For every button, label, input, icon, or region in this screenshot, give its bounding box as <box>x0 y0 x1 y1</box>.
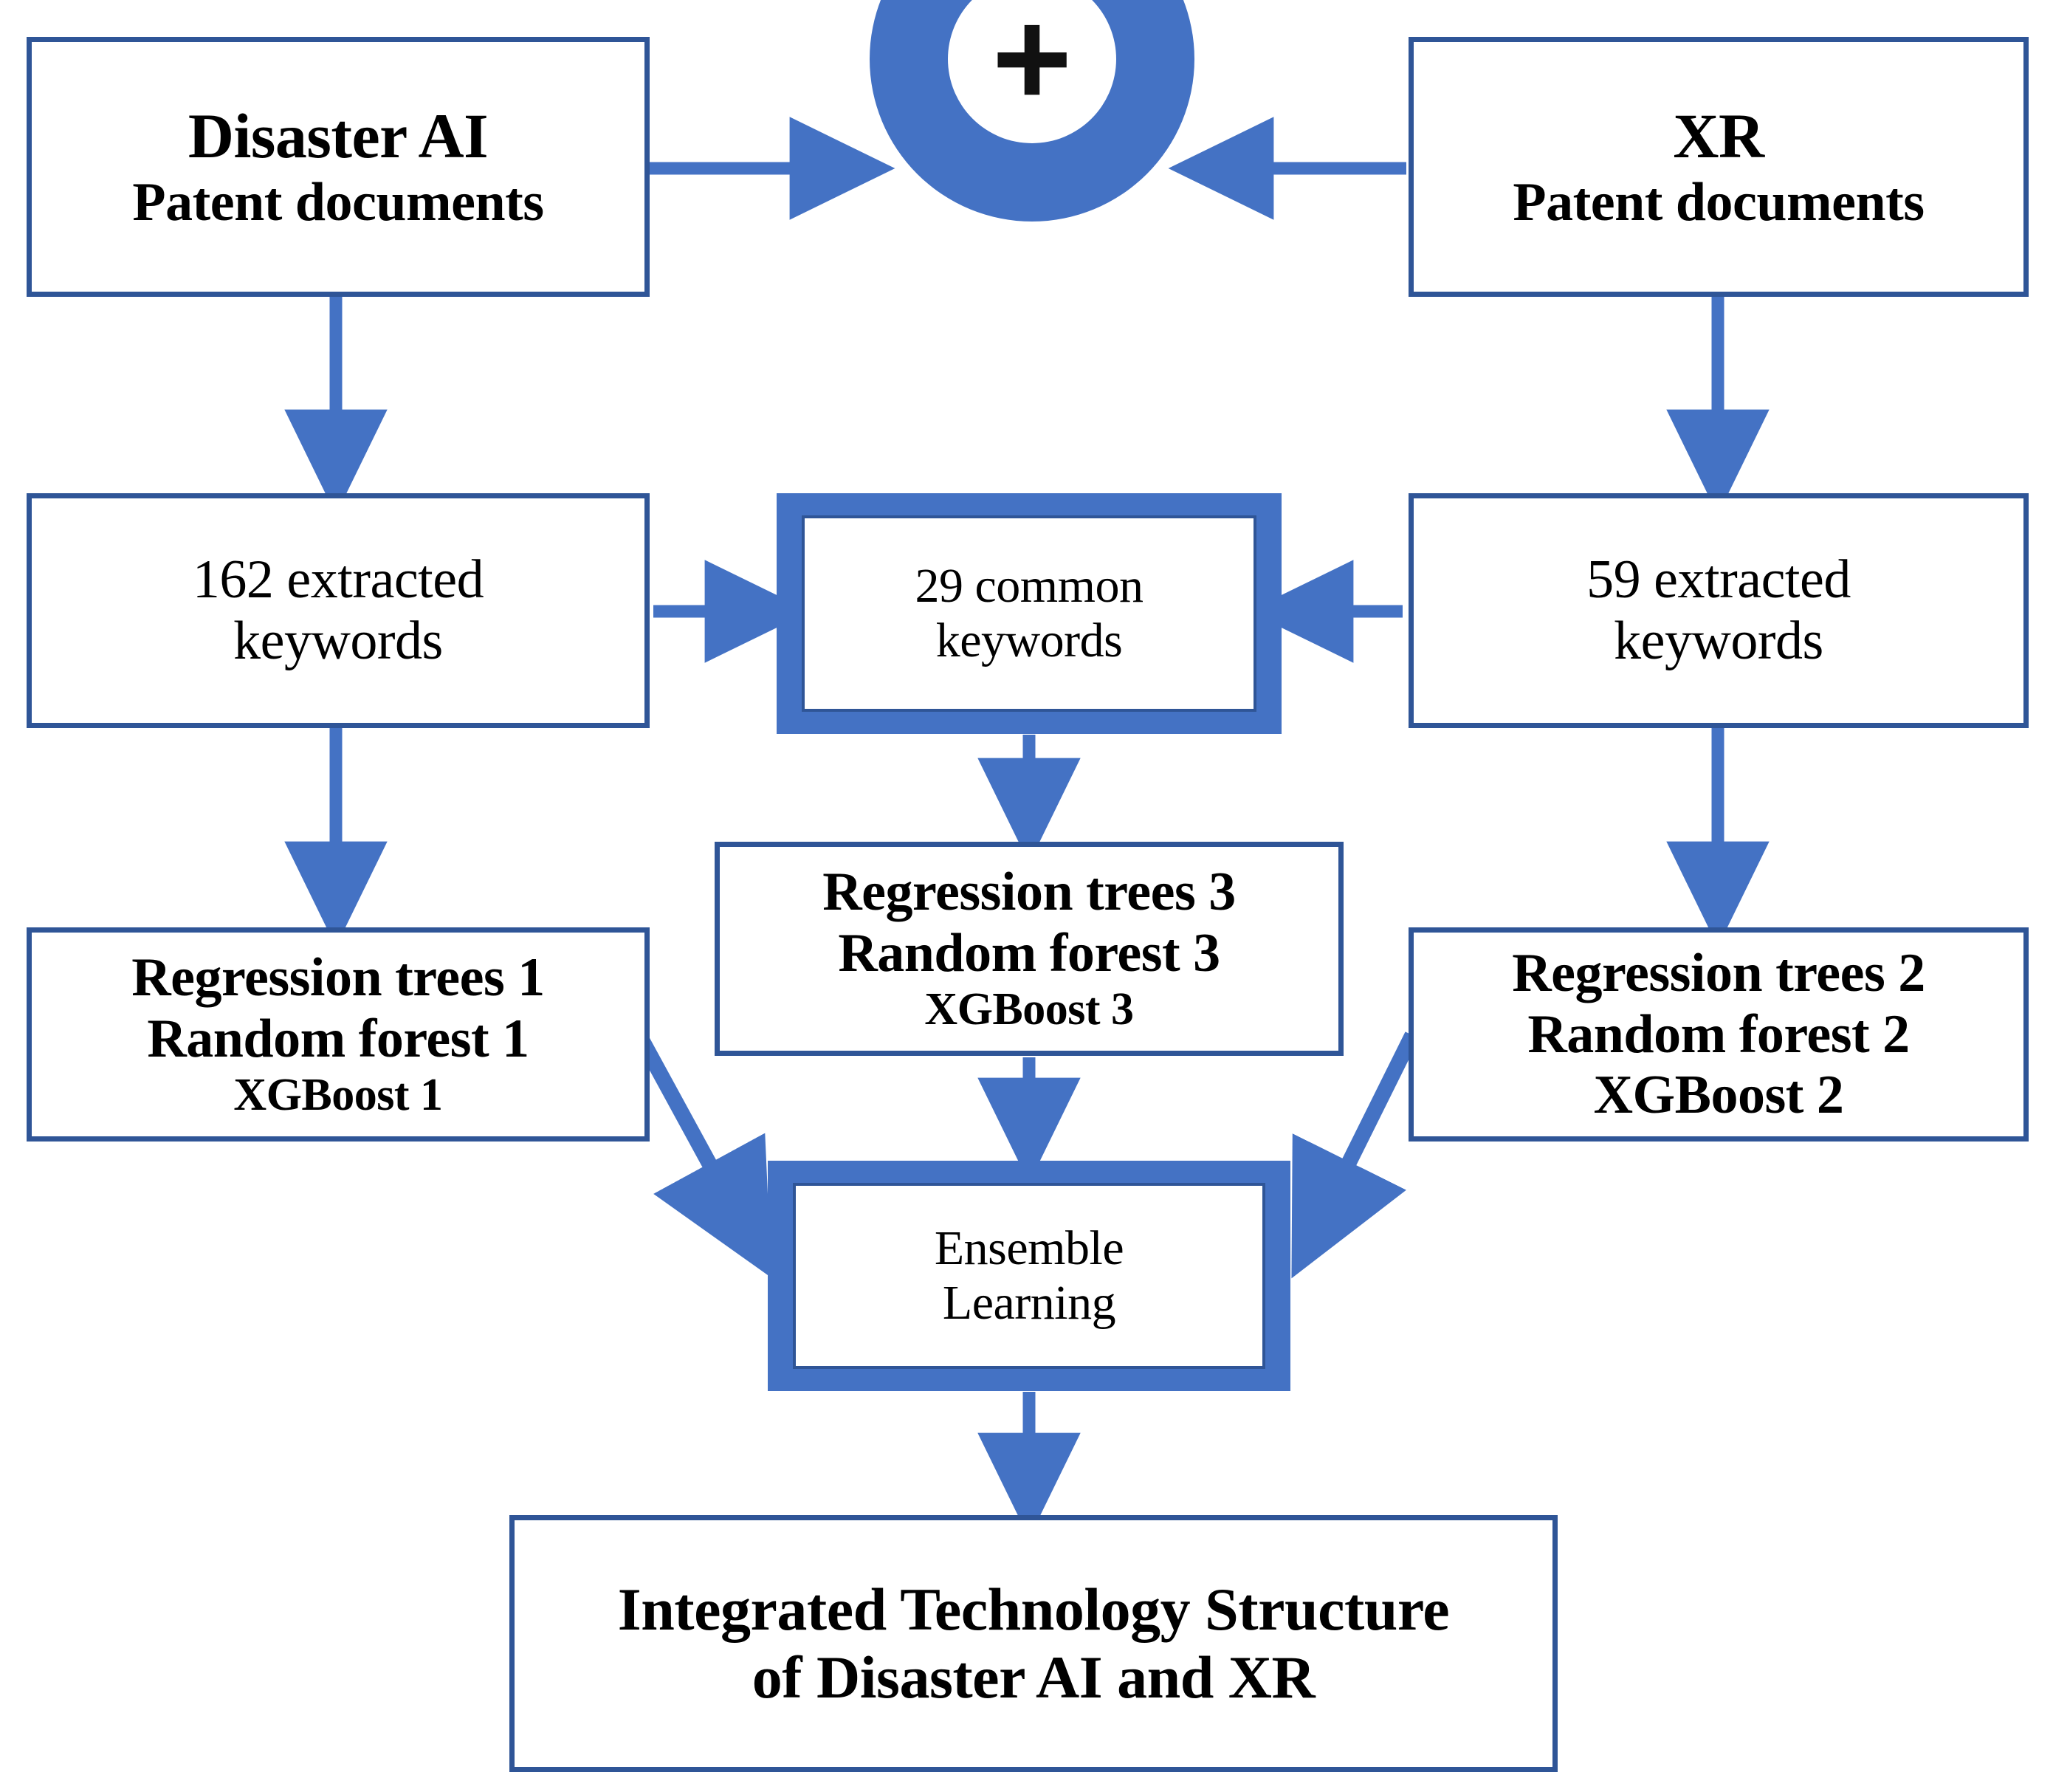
edge-models-left-to-ensemble <box>632 1031 772 1278</box>
disaster-ai-line1: Disaster AI <box>188 100 489 172</box>
node-keywords-common[interactable]: 29 common keywords <box>777 493 1282 734</box>
node-ensemble-learning-inner: Ensemble Learning <box>793 1183 1265 1369</box>
result-line1: Integrated Technology Structure <box>617 1576 1450 1644</box>
models-center-line1: Regression trees 3 <box>822 862 1236 923</box>
ensemble-line2: Learning <box>942 1276 1116 1330</box>
xr-line1: XR <box>1673 100 1764 172</box>
models-left-line3: XGBoost 1 <box>233 1070 443 1121</box>
node-models-center-text: Regression trees 3 Random forest 3 XGBoo… <box>720 862 1338 1035</box>
node-keywords-left[interactable]: 162 extracted keywords <box>27 493 650 728</box>
node-disaster-ai-source-text: Disaster AI Patent documents <box>32 100 644 233</box>
node-result-text: Integrated Technology Structure of Disas… <box>515 1576 1552 1712</box>
node-keywords-right-text: 59 extracted keywords <box>1414 549 2023 672</box>
xr-line2: Patent documents <box>1513 171 1925 233</box>
models-right-line3: XGBoost 2 <box>1593 1065 1844 1126</box>
result-line2: of Disaster AI and XR <box>752 1644 1316 1711</box>
node-xr-source-text: XR Patent documents <box>1414 100 2023 233</box>
models-right-line2: Random forest 2 <box>1527 1003 1910 1065</box>
merge-plus-hole: + <box>948 0 1116 143</box>
keywords-left-line1: 162 extracted <box>192 549 484 611</box>
node-models-right[interactable]: Regression trees 2 Random forest 2 XGBoo… <box>1409 927 2029 1142</box>
ensemble-line1: Ensemble <box>934 1221 1124 1276</box>
models-left-line2: Random forest 1 <box>147 1009 529 1070</box>
node-keywords-left-text: 162 extracted keywords <box>32 549 644 672</box>
models-center-line3: XGBoost 3 <box>924 984 1134 1035</box>
node-result[interactable]: Integrated Technology Structure of Disas… <box>509 1515 1558 1772</box>
keywords-common-line2: keywords <box>935 614 1123 667</box>
node-ensemble-learning[interactable]: Ensemble Learning <box>768 1161 1290 1391</box>
node-models-left[interactable]: Regression trees 1 Random forest 1 XGBoo… <box>27 927 650 1142</box>
models-center-line2: Random forest 3 <box>838 923 1220 984</box>
node-ensemble-learning-text: Ensemble Learning <box>796 1221 1262 1331</box>
plus-icon: + <box>991 0 1073 135</box>
keywords-right-line1: 59 extracted <box>1586 549 1851 611</box>
keywords-right-line2: keywords <box>1614 611 1823 671</box>
edge-models-right-to-ensemble <box>1291 1031 1420 1279</box>
keywords-common-line1: 29 common <box>915 559 1144 614</box>
disaster-ai-line2: Patent documents <box>132 171 544 233</box>
models-right-line1: Regression trees 2 <box>1512 942 1925 1003</box>
node-disaster-ai-source[interactable]: Disaster AI Patent documents <box>27 37 650 297</box>
keywords-left-line2: keywords <box>233 611 443 671</box>
node-xr-source[interactable]: XR Patent documents <box>1409 37 2029 297</box>
node-keywords-common-inner: 29 common keywords <box>802 515 1256 712</box>
node-keywords-common-text: 29 common keywords <box>805 559 1254 668</box>
node-models-left-text: Regression trees 1 Random forest 1 XGBoo… <box>32 947 644 1121</box>
models-left-line1: Regression trees 1 <box>131 947 545 1009</box>
node-models-center[interactable]: Regression trees 3 Random forest 3 XGBoo… <box>715 842 1344 1056</box>
node-models-right-text: Regression trees 2 Random forest 2 XGBoo… <box>1414 943 2023 1127</box>
node-keywords-right[interactable]: 59 extracted keywords <box>1409 493 2029 728</box>
